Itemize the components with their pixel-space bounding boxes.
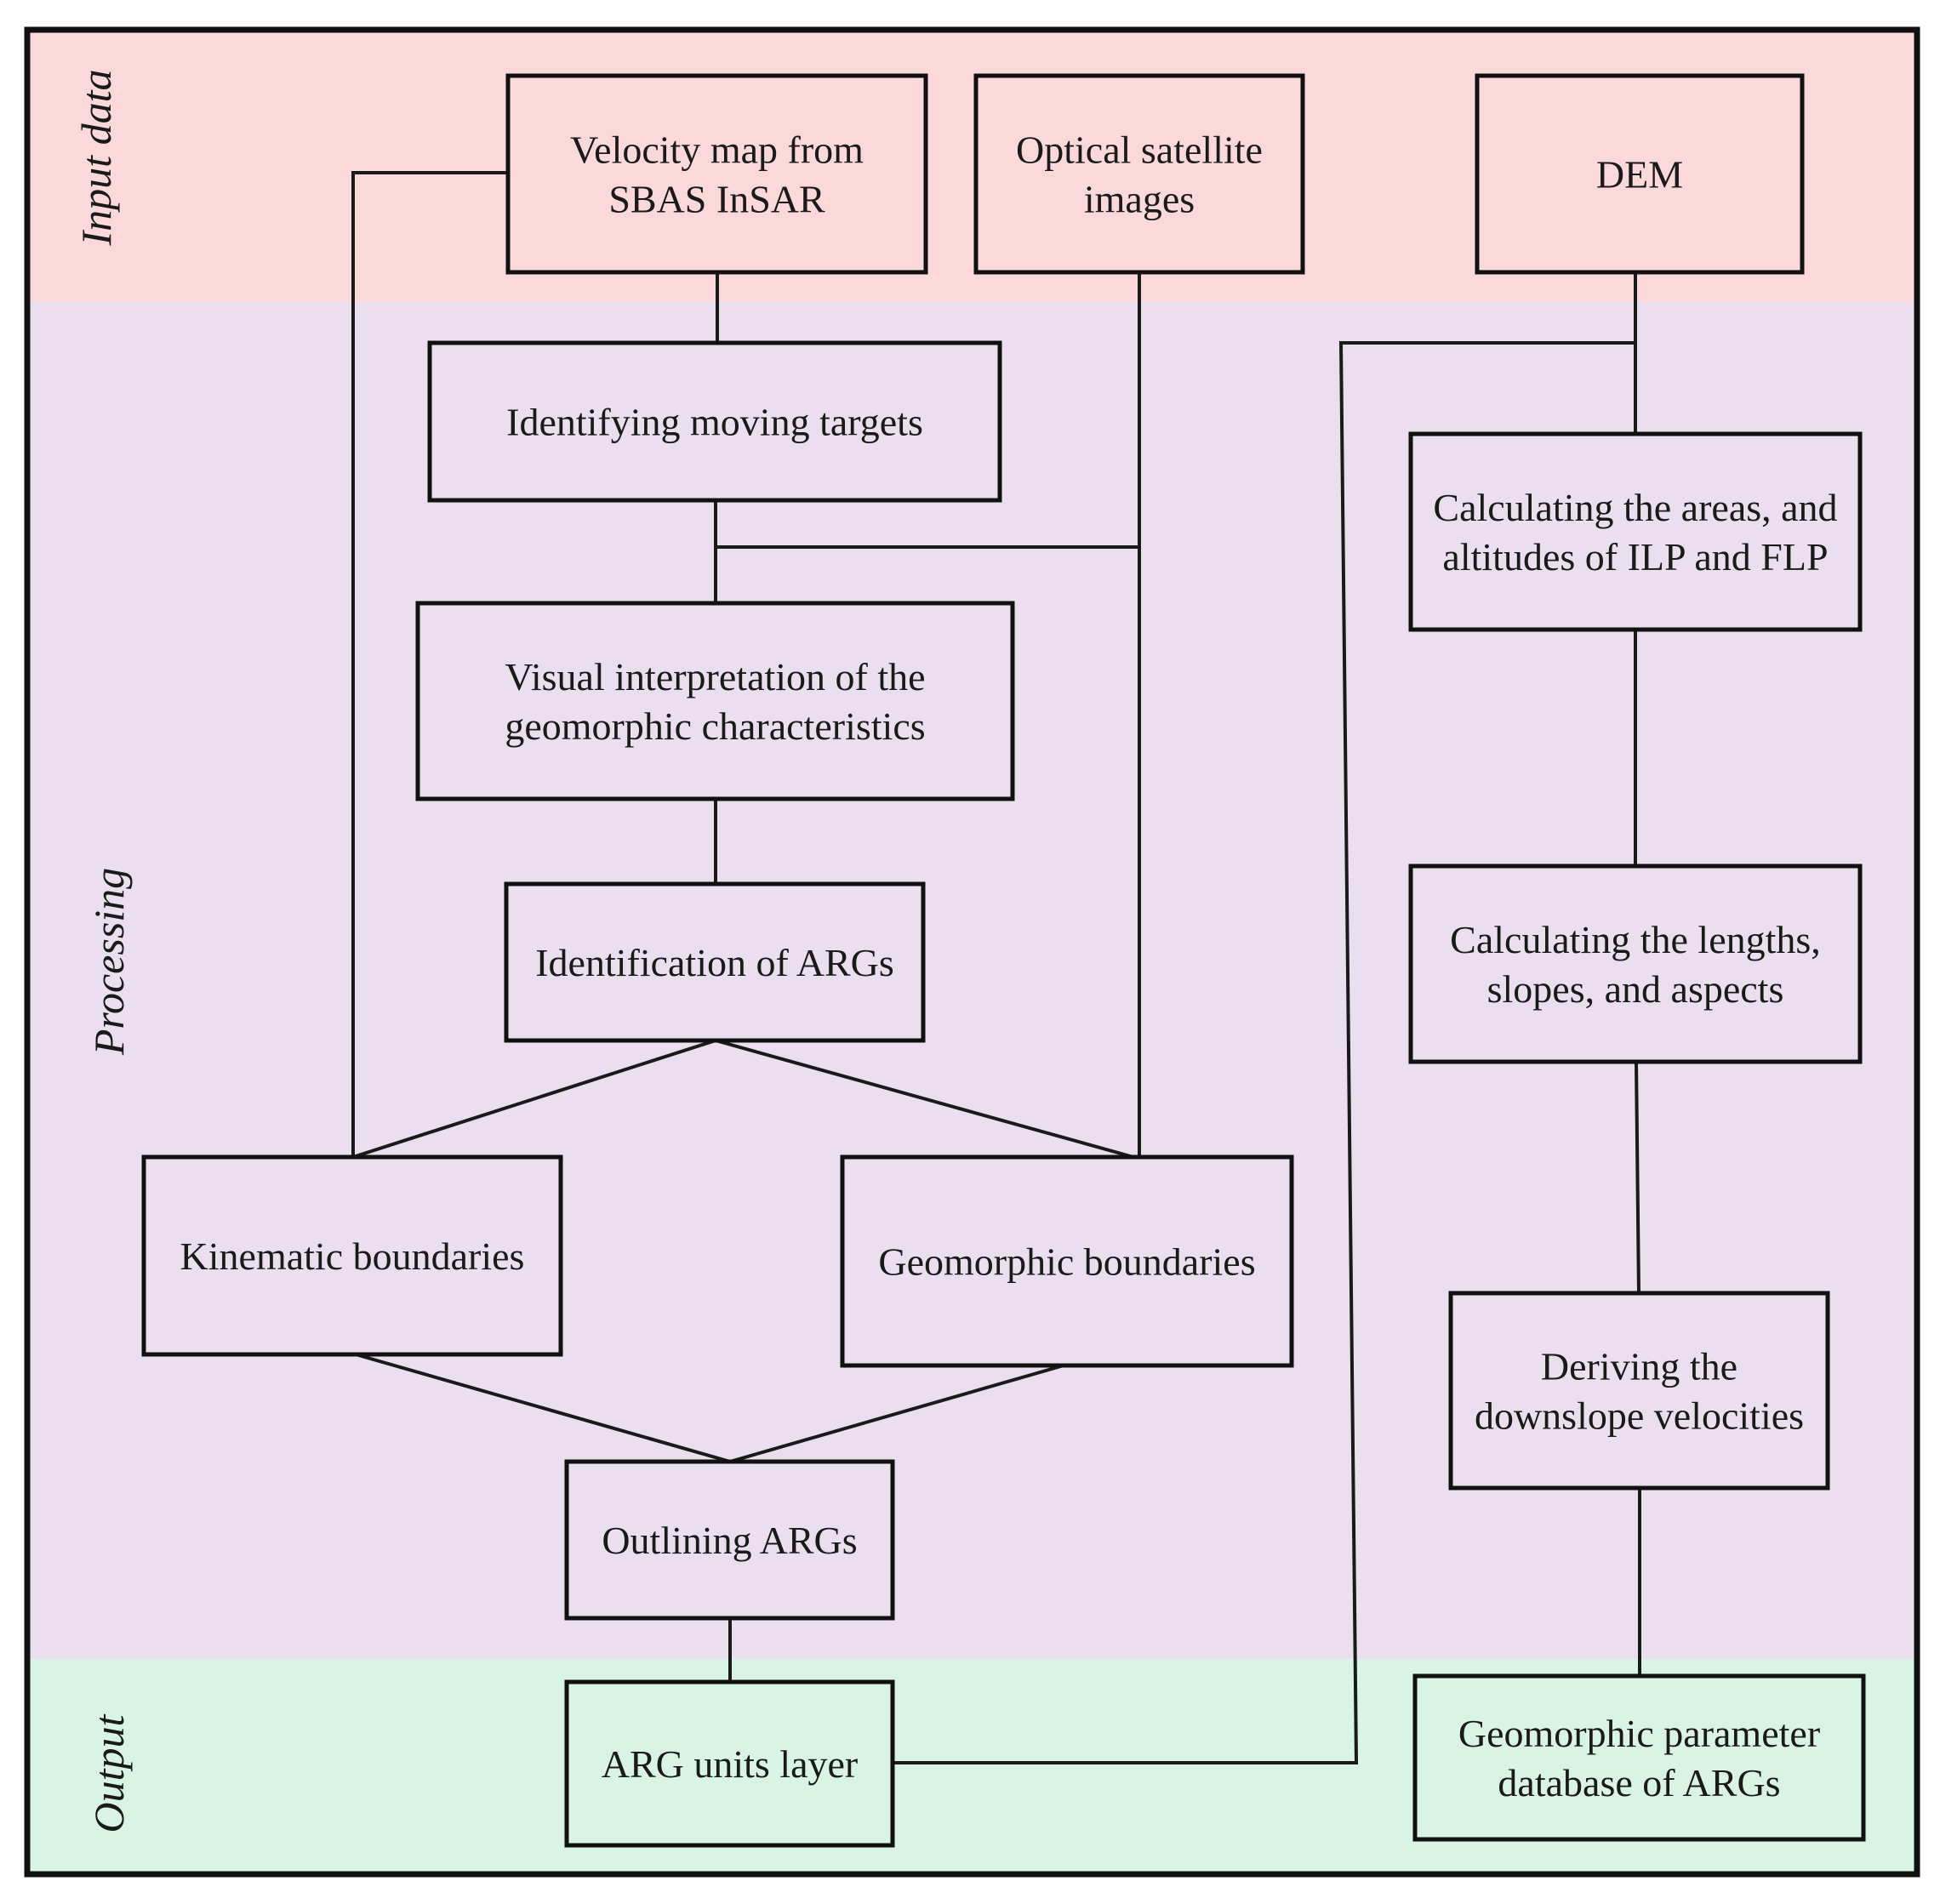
node-outlining-args: Outlining ARGs xyxy=(564,1459,895,1621)
processing-band xyxy=(27,302,1917,1659)
band-label-processing: Processing xyxy=(85,868,133,1056)
connector-identification-to-geomorphic xyxy=(715,1039,1134,1159)
node-moving-targets-label-line-1: Identifying moving targets xyxy=(506,401,923,444)
node-velocity-map-label-line-1: Velocity map from xyxy=(570,128,864,172)
node-calculating-lengths-label-line-1: Calculating the lengths, xyxy=(1450,918,1821,961)
node-deriving-velocities-label-line-1: Deriving the xyxy=(1541,1345,1737,1388)
node-deriving-velocities-box xyxy=(1448,1291,1830,1491)
node-optical-images: Optical satellite images xyxy=(973,73,1305,275)
node-parameter-database: Geomorphic parameter database of ARGs xyxy=(1412,1673,1866,1842)
connector-velocity-to-kinematic xyxy=(351,171,508,1157)
node-arg-units-layer-label-line-1: ARG units layer xyxy=(602,1742,859,1786)
node-parameter-database-box xyxy=(1412,1673,1866,1842)
node-visual-interpretation: Visual interpretation of the geomorphic c… xyxy=(415,601,1015,801)
connector-kinematic-to-outlining xyxy=(355,1353,731,1463)
node-visual-interpretation-box xyxy=(415,601,1015,801)
node-calculating-lengths-box xyxy=(1408,864,1863,1064)
node-kinematic-boundaries-box xyxy=(141,1154,563,1357)
node-arg-units-layer: ARG units layer xyxy=(564,1679,895,1848)
node-optical-images-box xyxy=(973,73,1305,275)
node-velocity-map-label-line-2: SBAS InSAR xyxy=(608,178,825,221)
node-geomorphic-boundaries-label-line-1: Geomorphic boundaries xyxy=(878,1240,1255,1284)
outer-frame xyxy=(24,26,1920,1878)
node-visual-interpretation-label-line-2: geomorphic characteristics xyxy=(505,704,925,748)
band-label-input: Input data xyxy=(72,70,120,247)
node-dem-box xyxy=(1475,73,1805,275)
node-dem-label-line-1: DEM xyxy=(1596,153,1683,197)
node-velocity-map-box xyxy=(505,73,928,275)
connector-geomorphic-to-outlining xyxy=(729,1364,1064,1463)
node-kinematic-boundaries-label-line-1: Kinematic boundaries xyxy=(180,1234,525,1278)
node-optical-images-label-line-2: images xyxy=(1084,178,1195,221)
node-identification-args-label-line-1: Identification of ARGs xyxy=(535,941,894,984)
node-calculating-areas-box xyxy=(1408,431,1863,632)
node-parameter-database-label-line-2: database of ARGs xyxy=(1498,1761,1780,1804)
node-moving-targets: Identifying moving targets xyxy=(427,340,1002,503)
node-outlining-args-box xyxy=(564,1459,895,1621)
node-geomorphic-boundaries-box xyxy=(840,1154,1294,1368)
node-geomorphic-boundaries: Geomorphic boundaries xyxy=(840,1154,1294,1368)
node-calculating-lengths: Calculating the lengths, slopes, and aspe… xyxy=(1408,864,1863,1064)
node-optical-images-label-line-1: Optical satellite xyxy=(1016,128,1263,172)
node-calculating-areas-label-line-1: Calculating the areas, and xyxy=(1433,486,1837,529)
node-calculating-areas-label-line-2: altitudes of ILP and FLP xyxy=(1442,535,1828,579)
node-deriving-velocities-label-line-2: downslope velocities xyxy=(1475,1394,1804,1438)
connector-identification-to-kinematic xyxy=(352,1039,716,1159)
node-outlining-args-label-line-1: Outlining ARGs xyxy=(602,1519,857,1562)
node-parameter-database-label-line-1: Geomorphic parameter xyxy=(1458,1712,1820,1755)
node-identification-args: Identification of ARGs xyxy=(504,881,926,1043)
node-calculating-areas: Calculating the areas, and altitudes of I… xyxy=(1408,431,1863,632)
node-moving-targets-box xyxy=(427,340,1002,503)
connector-lengths-to-velocities xyxy=(1635,1061,1640,1294)
node-dem: DEM xyxy=(1475,73,1805,275)
node-kinematic-boundaries: Kinematic boundaries xyxy=(141,1154,563,1357)
node-arg-units-layer-box xyxy=(564,1679,895,1848)
band-label-output: Output xyxy=(85,1713,133,1833)
connector-units-to-dem-branch xyxy=(893,341,1635,1764)
node-deriving-velocities: Deriving the downslope velocities xyxy=(1448,1291,1830,1491)
node-identification-args-box xyxy=(504,881,926,1043)
node-visual-interpretation-label-line-1: Visual interpretation of the xyxy=(505,655,925,698)
connectors xyxy=(351,171,1641,1764)
node-calculating-lengths-label-line-2: slopes, and aspects xyxy=(1487,967,1784,1011)
